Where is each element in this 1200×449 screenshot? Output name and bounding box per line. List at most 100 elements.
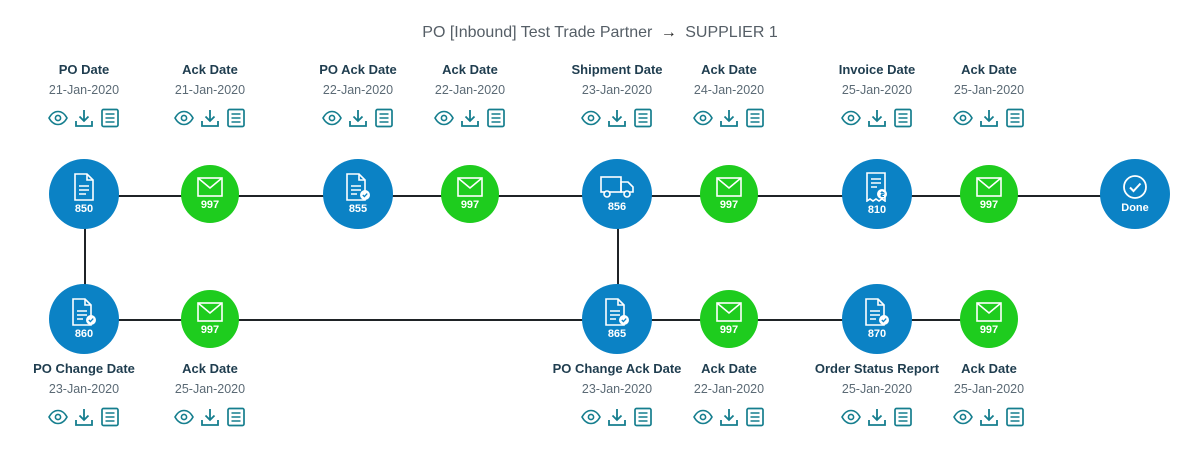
connector-line [84, 319, 989, 321]
node-label-date: 22-Jan-2020 [434, 83, 506, 97]
connector-line [617, 195, 619, 319]
download-icon[interactable] [867, 108, 887, 128]
doc-855-node[interactable]: 855 [323, 159, 393, 229]
node-actions [827, 407, 927, 427]
details-icon[interactable] [893, 108, 913, 128]
download-icon[interactable] [607, 108, 627, 128]
node-label-date: 24-Jan-2020 [693, 83, 765, 97]
envelope-icon [457, 177, 483, 197]
node-label-date: 25-Jan-2020 [841, 83, 913, 97]
node-label-date: 23-Jan-2020 [581, 83, 653, 97]
doc-870-node[interactable]: 870 [842, 284, 912, 354]
download-icon[interactable] [460, 108, 480, 128]
details-icon[interactable] [1005, 407, 1025, 427]
node-label-date: 23-Jan-2020 [48, 382, 120, 396]
node-actions [567, 108, 667, 128]
view-icon[interactable] [581, 108, 601, 128]
download-icon[interactable] [867, 407, 887, 427]
ack-997-node[interactable]: 997 [700, 165, 758, 223]
ack-997-node[interactable]: 997 [960, 290, 1018, 348]
details-icon[interactable] [486, 108, 506, 128]
doc-865-node[interactable]: 865 [582, 284, 652, 354]
node-label-title: Ack Date [961, 361, 1017, 376]
details-icon[interactable] [100, 108, 120, 128]
node-label-title: Ack Date [182, 361, 238, 376]
view-icon[interactable] [841, 108, 861, 128]
node-label-date: 21-Jan-2020 [48, 83, 120, 97]
ack-997-node[interactable]: 997 [700, 290, 758, 348]
node-code: 860 [74, 328, 94, 340]
target-partner: SUPPLIER 1 [685, 24, 778, 41]
doc-856-node[interactable]: 856 [582, 159, 652, 229]
node-label-title: Order Status Report [814, 361, 940, 376]
envelope-icon [197, 302, 223, 322]
document-check-icon [70, 298, 98, 326]
arrow-right-icon: → [660, 24, 677, 41]
details-icon[interactable] [633, 108, 653, 128]
details-icon[interactable] [226, 108, 246, 128]
view-icon[interactable] [48, 407, 68, 427]
node-label-date: 25-Jan-2020 [953, 382, 1025, 396]
view-icon[interactable] [693, 108, 713, 128]
ack-997-node[interactable]: 997 [181, 165, 239, 223]
download-icon[interactable] [200, 108, 220, 128]
node-actions [34, 407, 134, 427]
view-icon[interactable] [174, 108, 194, 128]
doc-810-node[interactable]: 810 [842, 159, 912, 229]
details-icon[interactable] [633, 407, 653, 427]
download-icon[interactable] [348, 108, 368, 128]
ack-997-node[interactable]: 997 [181, 290, 239, 348]
view-icon[interactable] [841, 407, 861, 427]
doc-860-node[interactable]: 860 [49, 284, 119, 354]
done-node[interactable]: Done [1100, 159, 1170, 229]
details-icon[interactable] [1005, 108, 1025, 128]
details-icon[interactable] [893, 407, 913, 427]
view-icon[interactable] [174, 407, 194, 427]
node-actions [939, 108, 1039, 128]
view-icon[interactable] [322, 108, 342, 128]
node-code: 856 [607, 201, 627, 213]
doc-850-node[interactable]: 850 [49, 159, 119, 229]
view-icon[interactable] [48, 108, 68, 128]
download-icon[interactable] [719, 108, 739, 128]
node-label-date: 22-Jan-2020 [322, 83, 394, 97]
ack-997-node[interactable]: 997 [960, 165, 1018, 223]
details-icon[interactable] [100, 407, 120, 427]
envelope-icon [976, 302, 1002, 322]
invoice-icon [863, 172, 891, 202]
download-icon[interactable] [74, 407, 94, 427]
details-icon[interactable] [374, 108, 394, 128]
node-label: Ack Date 25-Jan-2020 [914, 361, 1064, 396]
details-icon[interactable] [226, 407, 246, 427]
details-icon[interactable] [745, 108, 765, 128]
ack-997-node[interactable]: 997 [441, 165, 499, 223]
view-icon[interactable] [953, 407, 973, 427]
view-icon[interactable] [693, 407, 713, 427]
view-icon[interactable] [581, 407, 601, 427]
node-code: 810 [867, 204, 887, 216]
node-label-date: 21-Jan-2020 [174, 83, 246, 97]
download-icon[interactable] [74, 108, 94, 128]
envelope-icon [197, 177, 223, 197]
download-icon[interactable] [200, 407, 220, 427]
download-icon[interactable] [607, 407, 627, 427]
envelope-icon [976, 177, 1002, 197]
node-actions [679, 407, 779, 427]
details-icon[interactable] [745, 407, 765, 427]
node-actions [567, 407, 667, 427]
download-icon[interactable] [979, 407, 999, 427]
node-actions [160, 407, 260, 427]
node-code: 997 [200, 324, 220, 336]
download-icon[interactable] [719, 407, 739, 427]
document-check-icon [603, 298, 631, 326]
view-icon[interactable] [434, 108, 454, 128]
node-actions [939, 407, 1039, 427]
view-icon[interactable] [953, 108, 973, 128]
download-icon[interactable] [979, 108, 999, 128]
